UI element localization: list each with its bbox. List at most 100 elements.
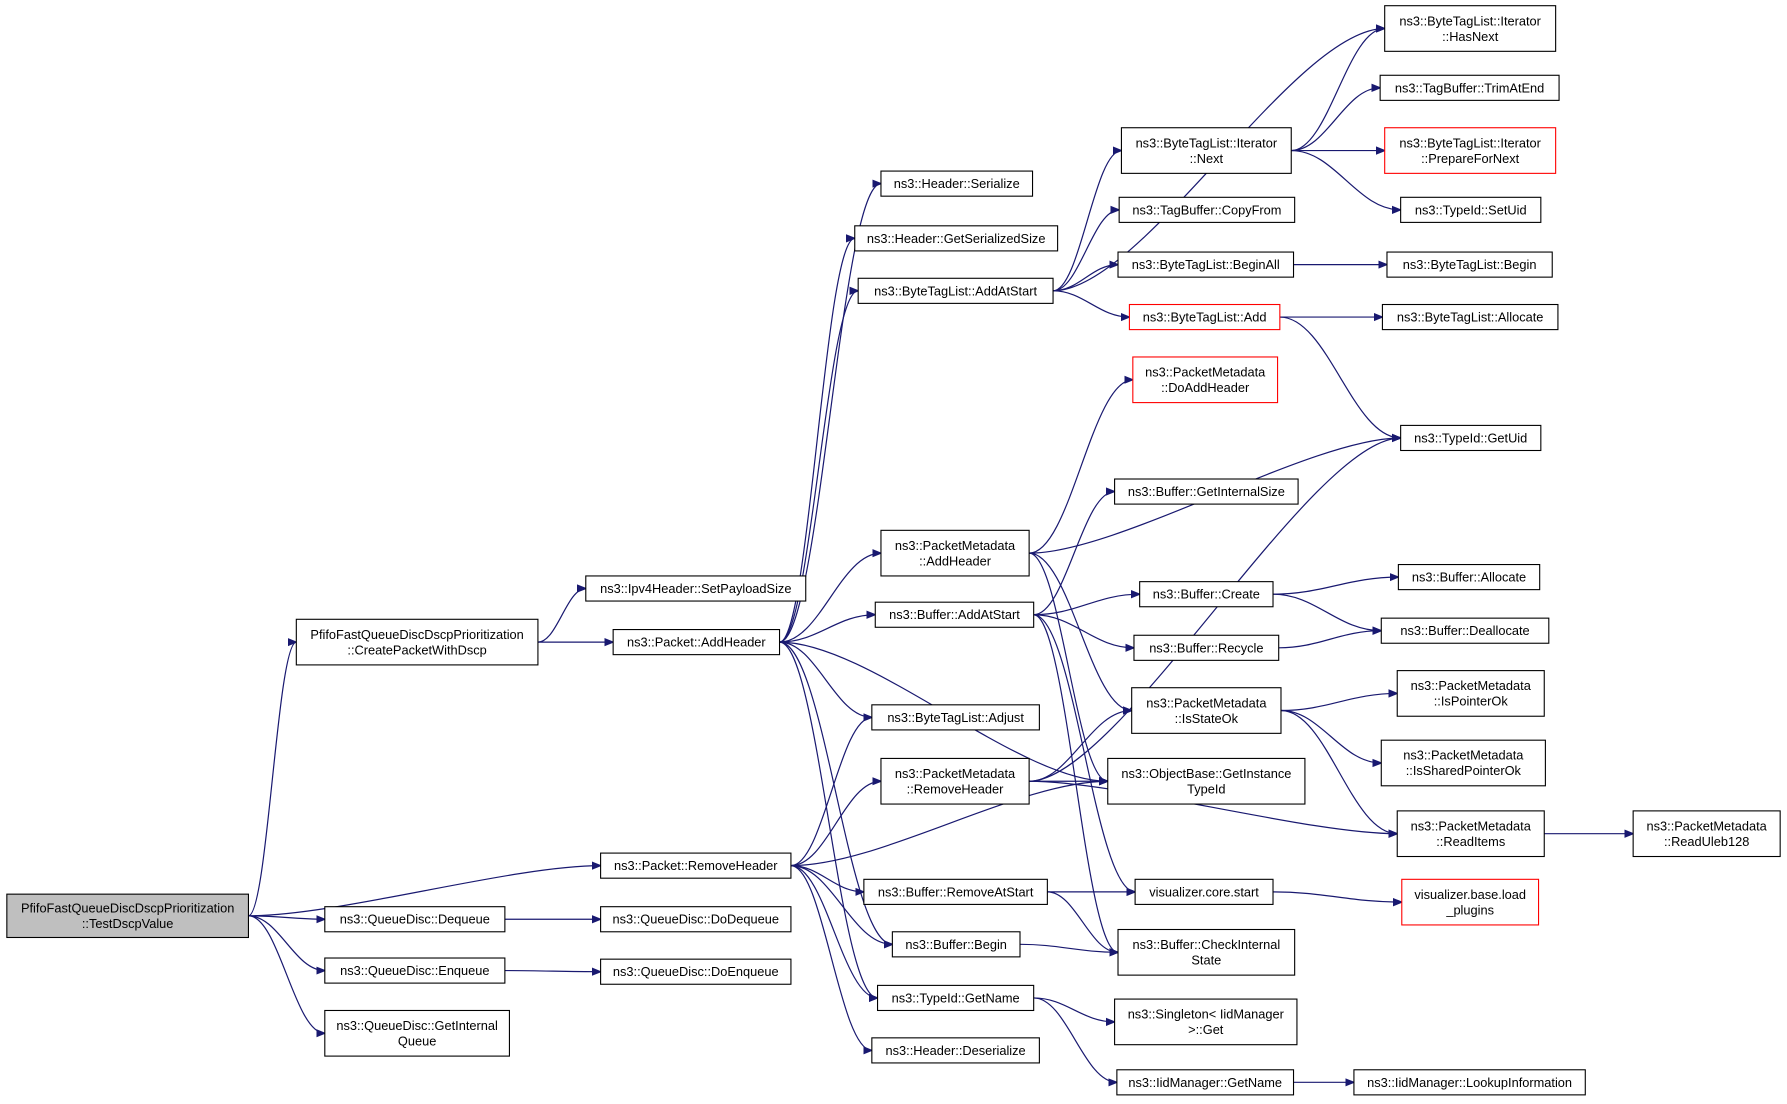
node-pmru[interactable]: ns3::PacketMetadata::ReadUleb128: [1632, 810, 1781, 858]
node-box-pmiso: [1131, 687, 1282, 734]
node-iidli[interactable]: ns3::IidManager::LookupInformation: [1353, 1069, 1586, 1096]
node-box-pmispo: [1380, 739, 1546, 787]
node-btlalloc[interactable]: ns3::ByteTagList::Allocate: [1381, 303, 1559, 331]
node-box-bufras: [863, 878, 1048, 905]
node-label-pmipo-line-1: ::IsPointerOk: [1434, 694, 1509, 709]
node-box-tidgn: [876, 984, 1035, 1012]
edge-vcs-to-vblp: [1273, 891, 1402, 902]
node-remhdr[interactable]: ns3::Packet::RemoveHeader: [600, 852, 792, 879]
node-label-tidgn-line-0: ns3::TypeId::GetName: [892, 990, 1020, 1005]
node-label-btladj-line-0: ns3::ByteTagList::Adjust: [887, 710, 1024, 725]
node-box-setps: [585, 575, 807, 602]
edge-remhdr-to-hdes: [790, 865, 872, 1051]
node-qdeq[interactable]: ns3::QueueDisc::Dequeue: [324, 906, 506, 933]
node-bufcreate[interactable]: ns3::Buffer::Create: [1139, 581, 1274, 608]
node-box-addhdr: [612, 629, 781, 656]
node-vcs[interactable]: visualizer.core.start: [1134, 878, 1274, 905]
node-tbcf[interactable]: ns3::TagBuffer::CopyFrom: [1118, 196, 1296, 223]
edge-test-to-remhdr: [248, 866, 600, 917]
node-vblp[interactable]: visualizer.base.load_plugins: [1401, 878, 1540, 926]
node-label-obgit-line-0: ns3::ObjectBase::GetInstance: [1121, 766, 1291, 781]
node-bufalloc[interactable]: ns3::Buffer::Allocate: [1397, 563, 1541, 591]
node-box-ithasnext: [1384, 5, 1557, 52]
node-btladd[interactable]: ns3::ByteTagList::Add: [1128, 303, 1281, 331]
edge-btlaas-to-itnext: [1052, 151, 1121, 292]
node-iidgn[interactable]: ns3::IidManager::GetName: [1116, 1069, 1295, 1096]
node-label-bufras-line-0: ns3::Buffer::RemoveAtStart: [878, 884, 1034, 899]
node-box-itnext: [1120, 127, 1292, 174]
node-label-bufcis-line-0: ns3::Buffer::CheckInternal: [1132, 937, 1280, 952]
node-label-pmrh-line-1: ::RemoveHeader: [907, 781, 1004, 796]
node-pmiso[interactable]: ns3::PacketMetadata::IsStateOk: [1131, 687, 1282, 734]
node-pmah[interactable]: ns3::PacketMetadata::AddHeader: [880, 529, 1030, 577]
node-label-remhdr-line-0: ns3::Packet::RemoveHeader: [614, 858, 778, 873]
node-itpfn[interactable]: ns3::ByteTagList::Iterator::PrepareForNe…: [1384, 127, 1557, 174]
node-box-hser: [880, 170, 1034, 197]
node-label-hgss-line-0: ns3::Header::GetSerializedSize: [867, 231, 1046, 246]
node-box-qenq: [324, 957, 506, 984]
node-label-pmdah-line-1: ::DoAddHeader: [1161, 380, 1250, 395]
node-qdodeq[interactable]: ns3::QueueDisc::DoDequeue: [600, 906, 792, 933]
node-bufdealloc[interactable]: ns3::Buffer::Deallocate: [1380, 617, 1550, 644]
node-btlbegin[interactable]: ns3::ByteTagList::Begin: [1386, 251, 1553, 278]
node-qenq[interactable]: ns3::QueueDisc::Enqueue: [324, 957, 506, 984]
node-pmispo[interactable]: ns3::PacketMetadata::IsSharedPointerOk: [1380, 739, 1546, 787]
node-tbtae[interactable]: ns3::TagBuffer::TrimAtEnd: [1379, 74, 1560, 101]
node-hgss[interactable]: ns3::Header::GetSerializedSize: [854, 225, 1059, 252]
node-pmdah[interactable]: ns3::PacketMetadata::DoAddHeader: [1132, 356, 1279, 404]
node-create[interactable]: PfifoFastQueueDiscDscpPrioritization::Cr…: [295, 618, 539, 666]
edge-pmiso-to-pmispo: [1280, 709, 1381, 763]
node-pmri[interactable]: ns3::PacketMetadata::ReadItems: [1396, 810, 1545, 858]
node-box-pmri: [1396, 810, 1545, 858]
edge-remhdr-to-pmrh: [790, 781, 881, 867]
edge-addhdr-to-btlaas: [779, 291, 859, 643]
edge-addhdr-to-pmah: [779, 553, 881, 643]
node-tidgu[interactable]: ns3::TypeId::GetUid: [1400, 424, 1542, 452]
node-label-pmiso-line-0: ns3::PacketMetadata: [1146, 695, 1267, 710]
edge-pmah-to-pmiso: [1029, 552, 1132, 710]
node-btlaas[interactable]: ns3::ByteTagList::AddAtStart: [857, 277, 1054, 304]
node-setps[interactable]: ns3::Ipv4Header::SetPayloadSize: [585, 575, 807, 602]
node-label-test-line-1: ::TestDscpValue: [82, 916, 174, 931]
node-tidsu[interactable]: ns3::TypeId::SetUid: [1400, 196, 1542, 223]
node-label-qenq-line-0: ns3::QueueDisc::Enqueue: [340, 963, 489, 978]
edge-itnext-to-tbtae: [1291, 88, 1380, 152]
node-tidgn[interactable]: ns3::TypeId::GetName: [876, 984, 1035, 1012]
node-addhdr[interactable]: ns3::Packet::AddHeader: [612, 629, 781, 656]
edge-addhdr-to-hgss: [779, 238, 855, 643]
node-sglget[interactable]: ns3::Singleton< IidManager>::Get: [1114, 998, 1298, 1046]
node-label-ithasnext-line-1: ::HasNext: [1442, 29, 1499, 44]
node-box-qdoenq: [600, 958, 792, 985]
node-box-btlba: [1117, 251, 1295, 278]
node-btladj[interactable]: ns3::ByteTagList::Adjust: [871, 704, 1040, 731]
node-box-bufgis: [1114, 478, 1299, 505]
node-label-iidli-line-0: ns3::IidManager::LookupInformation: [1367, 1075, 1572, 1090]
node-hdes[interactable]: ns3::Header::Deserialize: [871, 1037, 1040, 1064]
node-bufrecycle[interactable]: ns3::Buffer::Recycle: [1133, 634, 1280, 661]
node-label-qdeq-line-0: ns3::QueueDisc::Dequeue: [340, 912, 490, 927]
node-label-pmipo-line-0: ns3::PacketMetadata: [1411, 678, 1532, 693]
edge-addhdr-to-bufaas: [779, 615, 876, 643]
edge-addhdr-to-hser: [779, 184, 881, 643]
node-bufras[interactable]: ns3::Buffer::RemoveAtStart: [863, 878, 1048, 905]
node-label-setps-line-0: ns3::Ipv4Header::SetPayloadSize: [600, 581, 791, 596]
node-pmipo[interactable]: ns3::PacketMetadata::IsPointerOk: [1396, 670, 1545, 717]
node-bufgis[interactable]: ns3::Buffer::GetInternalSize: [1114, 478, 1299, 505]
edge-addhdr-to-tidgn: [779, 641, 878, 998]
node-bufbegin[interactable]: ns3::Buffer::Begin: [891, 931, 1021, 958]
node-pmrh[interactable]: ns3::PacketMetadata::RemoveHeader: [880, 757, 1030, 805]
node-label-tidsu-line-0: ns3::TypeId::SetUid: [1415, 202, 1527, 217]
node-ithasnext[interactable]: ns3::ByteTagList::Iterator::HasNext: [1384, 5, 1557, 52]
node-itnext[interactable]: ns3::ByteTagList::Iterator::Next: [1120, 127, 1292, 174]
edge-remhdr-to-tidgn: [790, 865, 878, 998]
node-qdoenq[interactable]: ns3::QueueDisc::DoEnqueue: [600, 958, 792, 985]
node-box-bufbegin: [891, 931, 1021, 958]
node-hser[interactable]: ns3::Header::Serialize: [880, 170, 1034, 197]
node-btlba[interactable]: ns3::ByteTagList::BeginAll: [1117, 251, 1295, 278]
node-label-btlalloc-line-0: ns3::ByteTagList::Allocate: [1397, 310, 1544, 325]
node-bufaas[interactable]: ns3::Buffer::AddAtStart: [874, 601, 1035, 628]
node-test[interactable]: PfifoFastQueueDiscDscpPrioritization::Te…: [6, 893, 249, 939]
